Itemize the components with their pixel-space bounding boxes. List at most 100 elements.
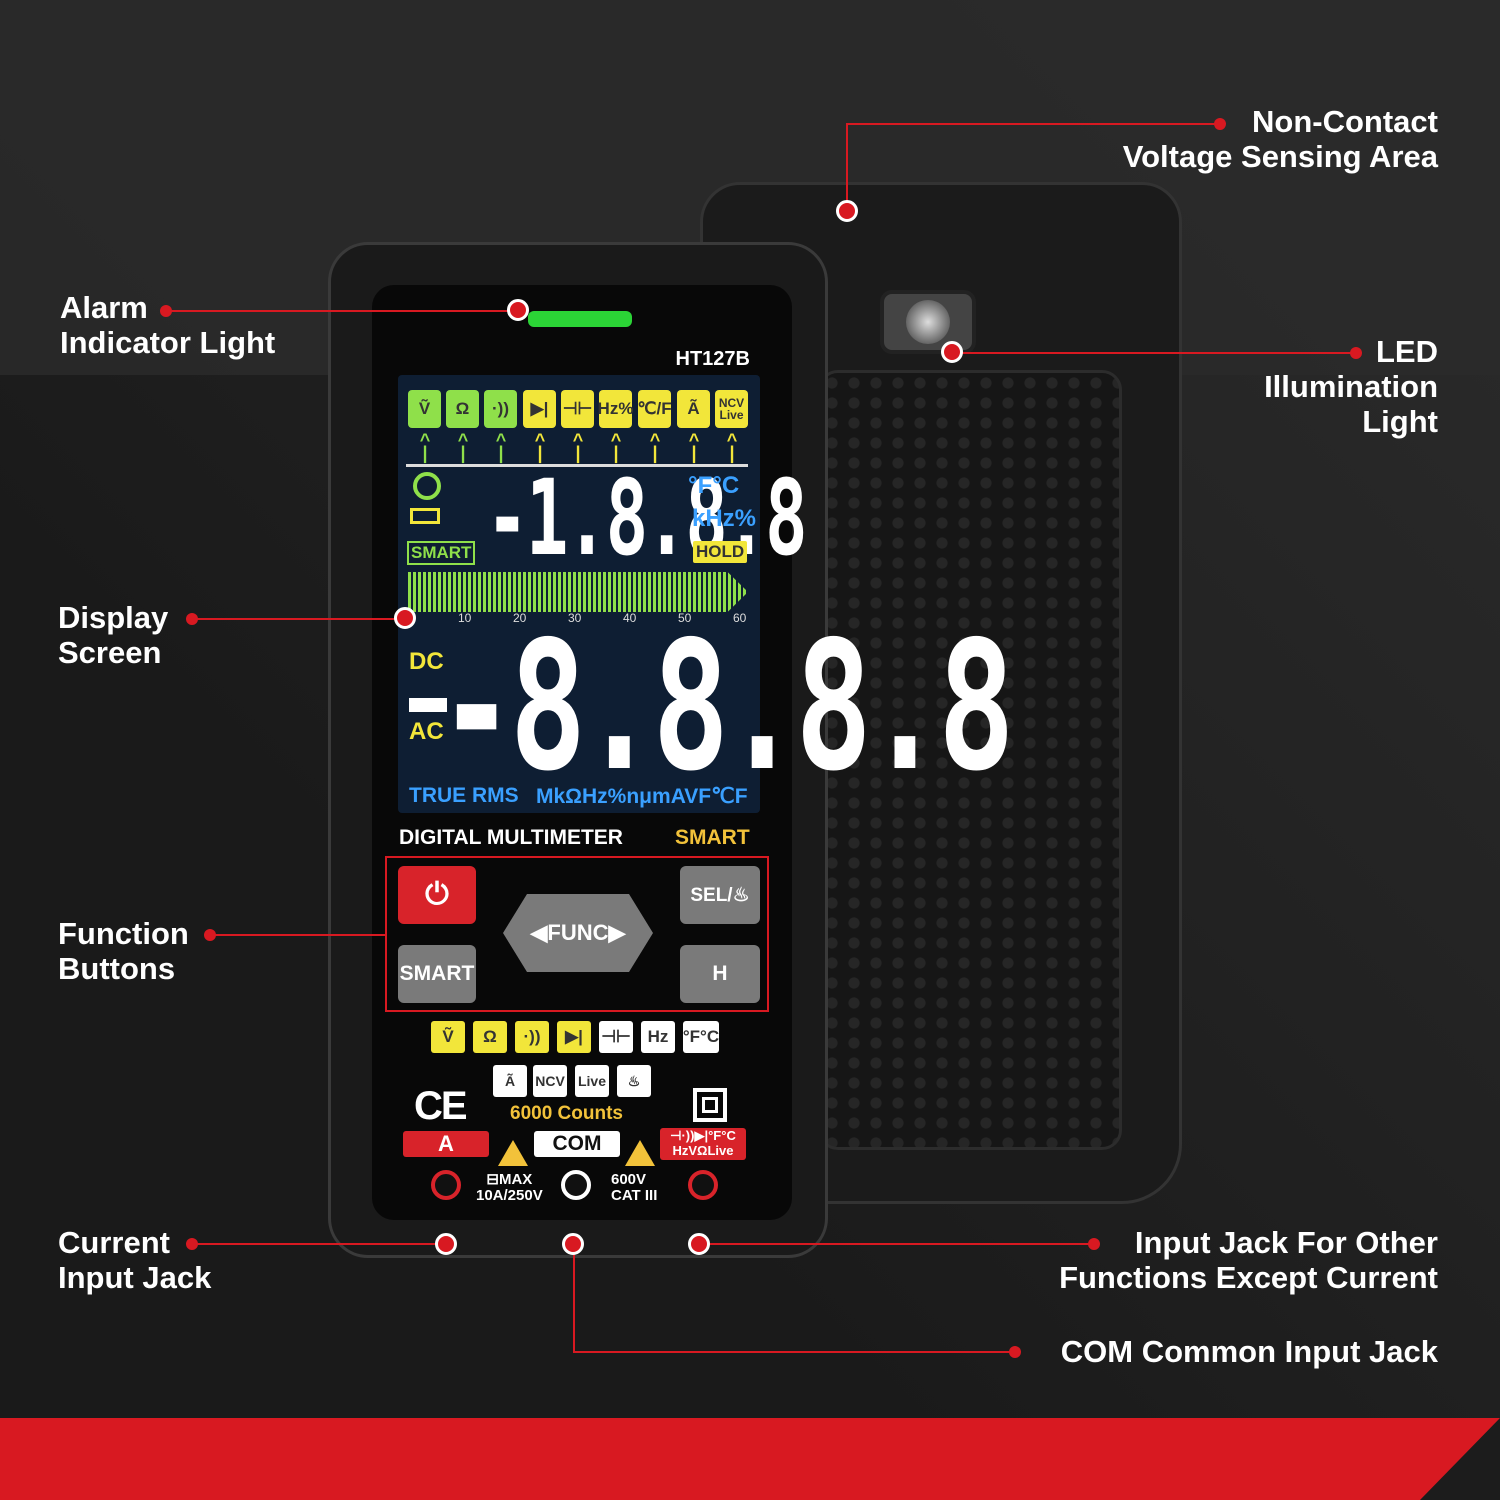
callout-other: Input Jack For Other Functions Except Cu… <box>1059 1225 1438 1295</box>
double-insulation-icon <box>693 1088 727 1122</box>
display-line <box>192 618 404 620</box>
bottom-accent-strip <box>0 1418 1500 1500</box>
callout-function-line-2: Buttons <box>58 951 176 986</box>
callout-led: LED Illumination Light <box>1264 334 1438 439</box>
callout-led-line-3: Light <box>1362 404 1438 439</box>
alarm-marker <box>507 299 529 321</box>
jack-com-label: COM <box>534 1131 620 1157</box>
lcd-units-freq: kHz% <box>692 505 757 532</box>
callout-ncv-line-2: Voltage Sensing Area <box>1122 139 1438 174</box>
com-input-jack[interactable] <box>561 1170 591 1200</box>
lcd-power-icon <box>413 472 441 500</box>
lcd-function-icon: Ṽ <box>408 390 441 428</box>
other-input-jack[interactable] <box>688 1170 718 1200</box>
rating-right-line-2: CAT III <box>611 1187 658 1204</box>
mini-function-icon: Live <box>575 1065 609 1097</box>
callout-function: Function Buttons <box>58 916 189 986</box>
lcd-function-icon: ℃/F <box>637 390 672 428</box>
rating-left-line-1: ⊟MAX <box>486 1171 533 1188</box>
lcd-function-icon: Ω <box>446 390 479 428</box>
callout-other-line-1: Input Jack For Other <box>1134 1225 1438 1260</box>
rating-left: ⊟MAX 10A/250V <box>476 1172 543 1204</box>
ncv-marker <box>836 200 858 222</box>
counts-label: 6000 Counts <box>510 1103 623 1124</box>
warning-icon <box>625 1140 655 1166</box>
callout-current-line-1: Current <box>58 1225 170 1260</box>
function-line <box>210 934 386 936</box>
mini-function-icon: ♨ <box>617 1065 651 1097</box>
lcd-arrow-icon: ^ | <box>495 430 507 463</box>
callout-display-line-1: Display <box>58 600 169 635</box>
lcd-function-icon: ⊣⊢ <box>561 390 594 428</box>
com-dot <box>1009 1346 1021 1358</box>
current-input-jack[interactable] <box>431 1170 461 1200</box>
lcd-arrow-icon: ^ | <box>457 430 469 463</box>
callout-other-line-2: Functions Except Current <box>1059 1260 1438 1295</box>
current-dot <box>186 1238 198 1250</box>
lcd-bargraph-tick: 60 <box>733 611 747 625</box>
other-dot <box>1088 1238 1100 1250</box>
device-title: DIGITAL MULTIMETER <box>399 826 623 849</box>
lcd-divider <box>406 464 748 467</box>
lcd-smart-label: SMART <box>407 541 476 565</box>
mini-function-icon: ▶| <box>557 1021 591 1053</box>
jack-other-label: ⊣·))▶|°F°C HzVΩLive <box>660 1128 746 1160</box>
lcd-function-icon: ▶| <box>523 390 556 428</box>
func-button[interactable]: ◀FUNC▶ <box>503 894 653 972</box>
callout-alarm-line-2: Indicator Light <box>60 325 276 360</box>
jack-other-line-2: HzVΩLive <box>672 1143 734 1158</box>
ncv-line-h <box>846 123 1220 125</box>
com-line-v <box>573 1245 575 1353</box>
lcd-function-icon: Ã <box>677 390 710 428</box>
ncv-line-v <box>846 124 848 210</box>
strip-corner <box>1420 1418 1500 1500</box>
power-button[interactable]: ⏻ <box>398 866 476 924</box>
com-line-h <box>573 1351 1015 1353</box>
rating-right-line-1: 600V <box>611 1171 647 1188</box>
callout-led-line-1: LED <box>1376 334 1438 369</box>
warning-icon <box>498 1140 528 1166</box>
mini-function-icon: Hz <box>641 1021 675 1053</box>
callout-display: Display Screen <box>58 600 168 670</box>
led-dot <box>1350 347 1362 359</box>
mini-function-icon: ·)) <box>515 1021 549 1053</box>
current-line <box>192 1243 446 1245</box>
lcd-units-temp: °F°C <box>688 472 740 499</box>
lcd-main-digits: -8.8.8.8 <box>438 603 1015 810</box>
led-marker <box>941 341 963 363</box>
callout-current-line-2: Input Jack <box>58 1260 212 1295</box>
rating-left-line-2: 10A/250V <box>476 1187 543 1204</box>
led-line <box>952 352 1356 354</box>
lcd-function-icon: ·)) <box>484 390 517 428</box>
lcd-true-rms: TRUE RMS <box>409 784 519 807</box>
other-marker <box>688 1233 710 1255</box>
lcd-bargraph-tick: 50 <box>678 611 692 625</box>
alarm-line <box>166 310 516 312</box>
mini-function-icon: Ṽ <box>431 1021 465 1053</box>
lcd-bargraph-tick: 10 <box>458 611 472 625</box>
mini-function-icon: ⊣⊢ <box>599 1021 633 1053</box>
ce-mark: CE <box>414 1084 468 1128</box>
lcd-arrow-icon: ^ | <box>649 430 661 463</box>
mini-function-icon: Ω <box>473 1021 507 1053</box>
callout-alarm-line-1: Alarm <box>60 290 148 325</box>
callout-current: Current Input Jack <box>58 1225 211 1295</box>
smart-button[interactable]: SMART <box>398 945 476 1003</box>
display-marker <box>394 607 416 629</box>
jack-a-label: A <box>403 1131 489 1157</box>
hold-button[interactable]: H <box>680 945 760 1003</box>
lcd-arrow-icon: ^ | <box>419 430 431 463</box>
lcd-units-row: MkΩHz%nμmAVF℃F <box>536 785 748 808</box>
other-line <box>700 1243 1094 1245</box>
mini-function-icon: °F°C <box>683 1021 719 1053</box>
lcd-arrow-icon: ^ | <box>572 430 584 463</box>
device-smart-label: SMART <box>675 826 750 849</box>
lcd-function-icon: NCV Live <box>715 390 748 428</box>
callout-ncv-line-1: Non-Contact <box>1252 104 1438 139</box>
lcd-hold-label: HOLD <box>693 541 748 563</box>
lcd-function-icon: Hz% <box>598 390 633 428</box>
sel-light-button[interactable]: SEL/♨ <box>680 866 760 924</box>
callout-com-line-1: COM Common Input Jack <box>1060 1334 1438 1369</box>
lcd-ac-label: AC <box>409 718 444 745</box>
display-dot <box>186 613 198 625</box>
